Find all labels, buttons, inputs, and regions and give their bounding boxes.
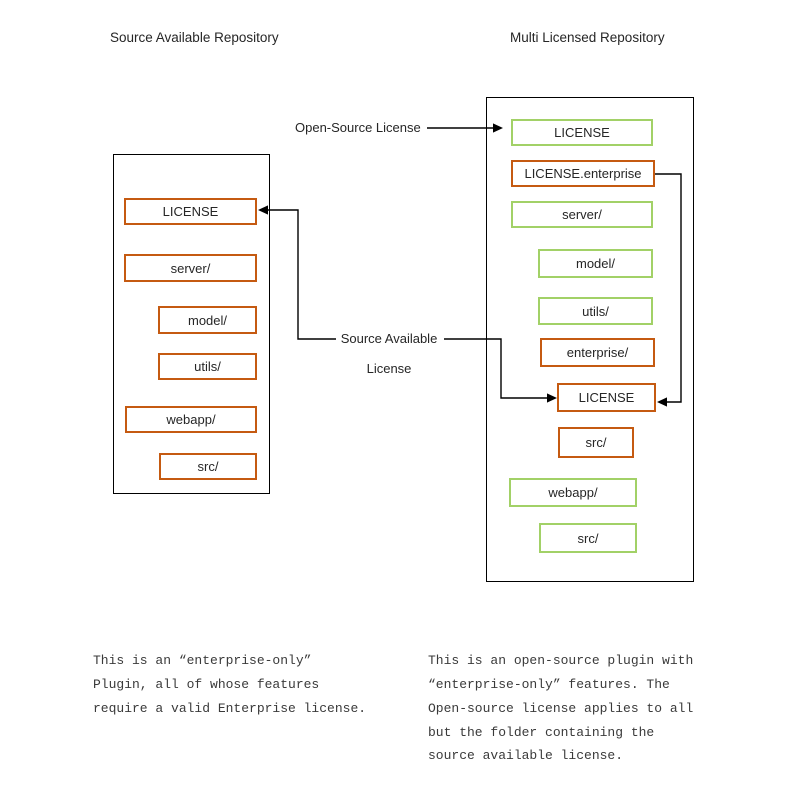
folder-box-right-src: src/ [539,523,637,553]
folder-box-left-utils: utils/ [158,353,257,380]
folder-box-left-webapp: webapp/ [125,406,257,433]
note-line: Open-source license applies to all [428,701,694,716]
source-available-license-label-line1: Source Available [340,331,438,346]
file-box-right-license-enterprise: LICENSE.enterprise [511,160,655,187]
folder-box-right-webapp: webapp/ [509,478,637,507]
open-source-license-label: Open-Source License [295,120,421,135]
left-repo-note: This is an “enterprise-only” Plugin, all… [93,649,366,721]
note-line: Plugin, all of whose features [93,677,320,692]
left-repo-title: Source Available Repository [110,30,279,45]
folder-box-left-server: server/ [124,254,257,282]
note-line: source available license. [428,748,624,763]
folder-box-right-src-enterprise: src/ [558,427,634,458]
folder-box-right-model: model/ [538,249,653,278]
file-box-left-license: LICENSE [124,198,257,225]
note-line: require a valid Enterprise license. [93,701,367,716]
folder-box-right-server: server/ [511,201,653,228]
note-line: “enterprise-only” features. The [428,677,670,692]
right-repo-title: Multi Licensed Repository [510,30,665,45]
source-available-license-label-line2: License [366,361,412,376]
folder-box-right-enterprise: enterprise/ [540,338,655,367]
note-line: but the folder containing the [428,725,655,740]
file-box-right-license-inner: LICENSE [557,383,656,412]
folder-box-left-model: model/ [158,306,257,334]
folder-box-left-src: src/ [159,453,257,480]
note-line: This is an open-source plugin with [428,653,694,668]
right-repo-note: This is an open-source plugin with “ente… [428,649,693,766]
note-line: This is an “enterprise-only” [93,653,312,668]
folder-box-right-utils: utils/ [538,297,653,325]
file-box-right-license-root: LICENSE [511,119,653,146]
